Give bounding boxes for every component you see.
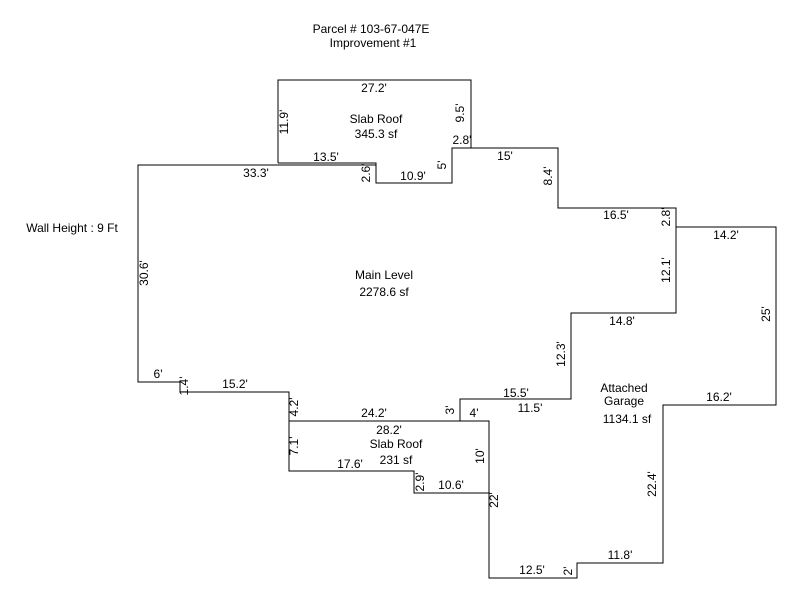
bottom-slab-roof-area: 231 sf: [380, 453, 413, 467]
wall-height: Wall Height : 9 Ft: [26, 221, 118, 235]
dim-top-roof-notch: 2.8': [453, 133, 472, 147]
dim-10-6: 10.6': [438, 478, 464, 492]
top-slab-roof-name: Slab Roof: [350, 112, 403, 126]
sketch-outline: [137, 79, 777, 579]
dim-4-2: 4.2': [287, 398, 301, 417]
dim-8-4: 8.4': [541, 167, 555, 186]
dim-15-2: 15.2': [222, 377, 248, 391]
dim-11-8: 11.8': [608, 548, 633, 562]
dim-5: 5': [435, 161, 449, 170]
dim-22-4: 22.4': [645, 471, 659, 497]
dim-30-6: 30.6': [137, 260, 151, 286]
dim-2: 2': [561, 567, 575, 576]
dim-2-8: 2.8': [659, 208, 673, 227]
dim-28-2: 28.2': [376, 423, 402, 437]
dim-24-2: 24.2': [361, 406, 387, 420]
dim-14-8: 14.8': [609, 314, 635, 328]
dim-4: 4': [470, 406, 479, 420]
bottom-slab-roof-outline: [288, 420, 490, 494]
dim-25: 25': [759, 306, 773, 322]
dim-2-6: 2.6': [359, 164, 373, 183]
dim-16-2: 16.2': [706, 390, 732, 404]
dim-12-3: 12.3': [554, 341, 568, 367]
dim-17-6: 17.6': [337, 457, 363, 471]
garage-name-line2: Garage: [604, 394, 644, 408]
parcel-number: Parcel # 103-67-047E: [313, 22, 430, 36]
main-level-outline: [137, 164, 376, 421]
dim-33-3: 33.3': [243, 166, 269, 180]
top-slab-roof-area: 345.3 sf: [355, 127, 398, 141]
dim-top-roof-left: 11.9': [277, 110, 291, 135]
dim-14-2: 14.2': [713, 228, 739, 242]
dim-10-9: 10.9': [400, 169, 426, 183]
dim-15-5: 15.5': [503, 386, 529, 400]
dim-22: 22': [487, 492, 501, 508]
main-level-area: 2278.6 sf: [359, 285, 409, 299]
dim-3: 3': [443, 406, 457, 415]
garage-name-line1: Attached: [600, 381, 647, 395]
dim-12-1: 12.1': [659, 257, 673, 283]
dim-top-roof-width: 27.2': [361, 81, 387, 95]
main-level-notch: [278, 147, 677, 421]
dim-16-5: 16.5': [603, 208, 629, 222]
dim-10: 10': [473, 448, 487, 464]
dim-11-5: 11.5': [518, 401, 543, 415]
dim-6: 6': [154, 367, 163, 381]
horizontal-dimensions: 27.2' 2.8' 13.5' 33.3' 10.9' 15' 16.5' 1…: [154, 81, 739, 577]
bottom-slab-roof-name: Slab Roof: [370, 437, 423, 451]
main-level-name: Main Level: [355, 268, 413, 282]
garage-area: 1134.1 sf: [603, 412, 652, 426]
dim-1-4: 1.4': [177, 377, 191, 396]
dim-top-roof-right: 9.5': [453, 104, 467, 123]
dim-12-5: 12.5': [519, 563, 545, 577]
dim-2-9: 2.9': [413, 473, 427, 492]
dim-15: 15': [497, 149, 513, 163]
improvement-label: Improvement #1: [330, 36, 417, 50]
dim-13-5: 13.5': [313, 150, 339, 164]
vertical-dimensions: 11.9' 9.5' 2.6' 5' 8.4' 2.8' 12.1' 25' 1…: [137, 104, 773, 576]
dim-7-1: 7.1': [287, 437, 301, 456]
garage-outline: [488, 226, 777, 579]
